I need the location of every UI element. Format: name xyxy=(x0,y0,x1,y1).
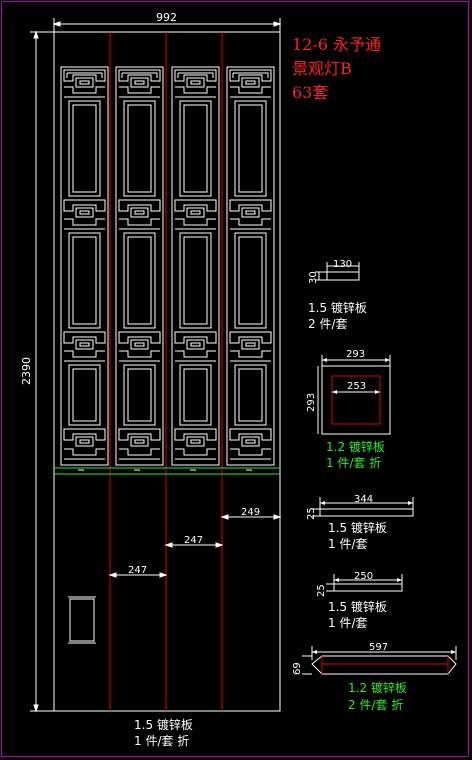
part1-height: 30 xyxy=(308,271,319,284)
part2-width: 293 xyxy=(346,349,365,360)
title-line2: 景观灯B xyxy=(292,59,352,78)
part-2 xyxy=(317,355,391,435)
bend-lines xyxy=(109,32,223,711)
main-panel xyxy=(53,31,281,712)
part3-note1: 1.5 镀锌板 xyxy=(328,521,387,535)
width-dim-label: 992 xyxy=(156,11,177,24)
part2-note2: 1 件/套 折 xyxy=(326,455,381,470)
part-1 xyxy=(315,262,360,281)
lattice-column-4 xyxy=(226,66,275,466)
part5-note1: 1.2 镀锌板 xyxy=(348,681,407,695)
cutout xyxy=(68,596,96,644)
part1-note1: 1.5 镀锌板 xyxy=(308,301,367,315)
part2-note1: 1.2 镀锌板 xyxy=(326,440,385,454)
lattice-column-3 xyxy=(171,66,220,466)
gap-dim-3: 249 xyxy=(241,507,260,518)
gap-dimensions xyxy=(108,514,282,578)
part2-inner: 253 xyxy=(347,381,366,392)
main-note-line1: 1.5 镀锌板 xyxy=(134,718,193,732)
part-4 xyxy=(326,574,403,592)
part3-width: 344 xyxy=(354,494,373,505)
lattice-column-2 xyxy=(115,66,164,466)
title-line1: 12-6 永予通 xyxy=(292,35,381,54)
part5-note2: 2 件/套 折 xyxy=(348,697,403,712)
lattice-column-1 xyxy=(60,66,109,466)
part4-note1: 1.5 镀锌板 xyxy=(328,600,387,614)
title-line3: 63套 xyxy=(292,83,328,102)
main-note-line2: 1 件/套 折 xyxy=(134,733,189,748)
part2-height: 293 xyxy=(306,393,317,412)
part3-height: 25 xyxy=(306,507,317,520)
gap-dim-2: 247 xyxy=(184,535,203,546)
part4-height: 25 xyxy=(316,584,327,597)
part4-width: 250 xyxy=(354,571,373,582)
part1-note2: 2 件/套 xyxy=(308,317,348,331)
part5-height: 69 xyxy=(292,662,303,675)
width-dimension xyxy=(52,18,282,32)
height-dimension xyxy=(30,30,54,713)
part1-width: 130 xyxy=(333,259,352,270)
part-5 xyxy=(302,646,457,675)
part5-width: 597 xyxy=(369,642,388,653)
part4-note2: 1 件/套 xyxy=(328,616,368,630)
gap-dim-1: 247 xyxy=(128,565,147,576)
height-dim-label: 2390 xyxy=(20,357,33,385)
green-divider xyxy=(54,467,280,475)
part3-note2: 1 件/套 xyxy=(328,537,368,551)
